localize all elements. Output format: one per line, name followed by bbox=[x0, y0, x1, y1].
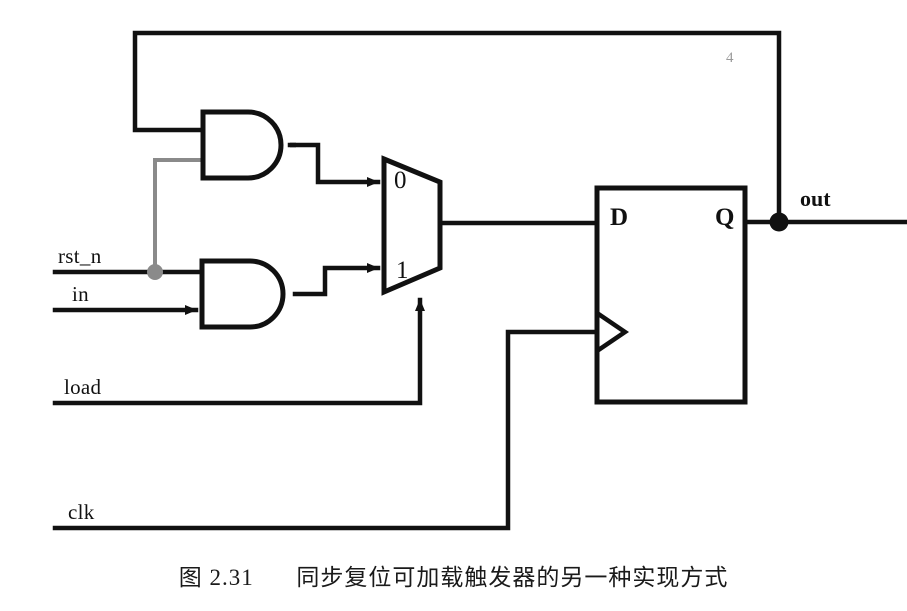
output-label-out: out bbox=[800, 186, 831, 211]
mux-input-1-label: 1 bbox=[396, 257, 409, 284]
ff-q-pin-label: Q bbox=[715, 204, 735, 231]
wire-and-bottom-to-mux-1 bbox=[292, 263, 381, 297]
figure-caption: 图 2.31 同步复位可加载触发器的另一种实现方式 bbox=[0, 558, 907, 592]
input-label-in: in bbox=[72, 282, 89, 306]
and-gate-top bbox=[200, 109, 284, 181]
junction-dot-out bbox=[769, 212, 789, 232]
wire-clk-to-ff bbox=[52, 329, 600, 531]
junction-dot-rstn bbox=[147, 264, 163, 280]
figure-caption-text: 同步复位可加载触发器的另一种实现方式 bbox=[296, 565, 729, 591]
input-label-rst-n: rst_n bbox=[58, 244, 102, 268]
clock-edge-triangle-icon bbox=[595, 311, 630, 353]
d-flip-flop bbox=[594, 185, 748, 405]
wire-rstn-branch-to-and-top bbox=[153, 158, 205, 274]
input-label-load: load bbox=[64, 375, 102, 399]
mux-input-0-label: 0 bbox=[394, 167, 407, 194]
input-label-clk: clk bbox=[68, 500, 95, 524]
and-gate-bottom bbox=[199, 258, 286, 330]
mux-2to1 bbox=[381, 155, 443, 296]
wire-group-main bbox=[52, 30, 907, 531]
ff-d-pin-label: D bbox=[610, 204, 629, 231]
wire-and-top-to-mux-0 bbox=[287, 142, 381, 187]
figure-number: 图 2.31 bbox=[178, 565, 254, 590]
wire-load-to-mux-select bbox=[52, 297, 425, 406]
scan-artifact-mark: 4 bbox=[726, 50, 734, 66]
wire-feedback-out-to-and-top bbox=[132, 30, 782, 225]
wire-group-faint bbox=[153, 158, 205, 274]
